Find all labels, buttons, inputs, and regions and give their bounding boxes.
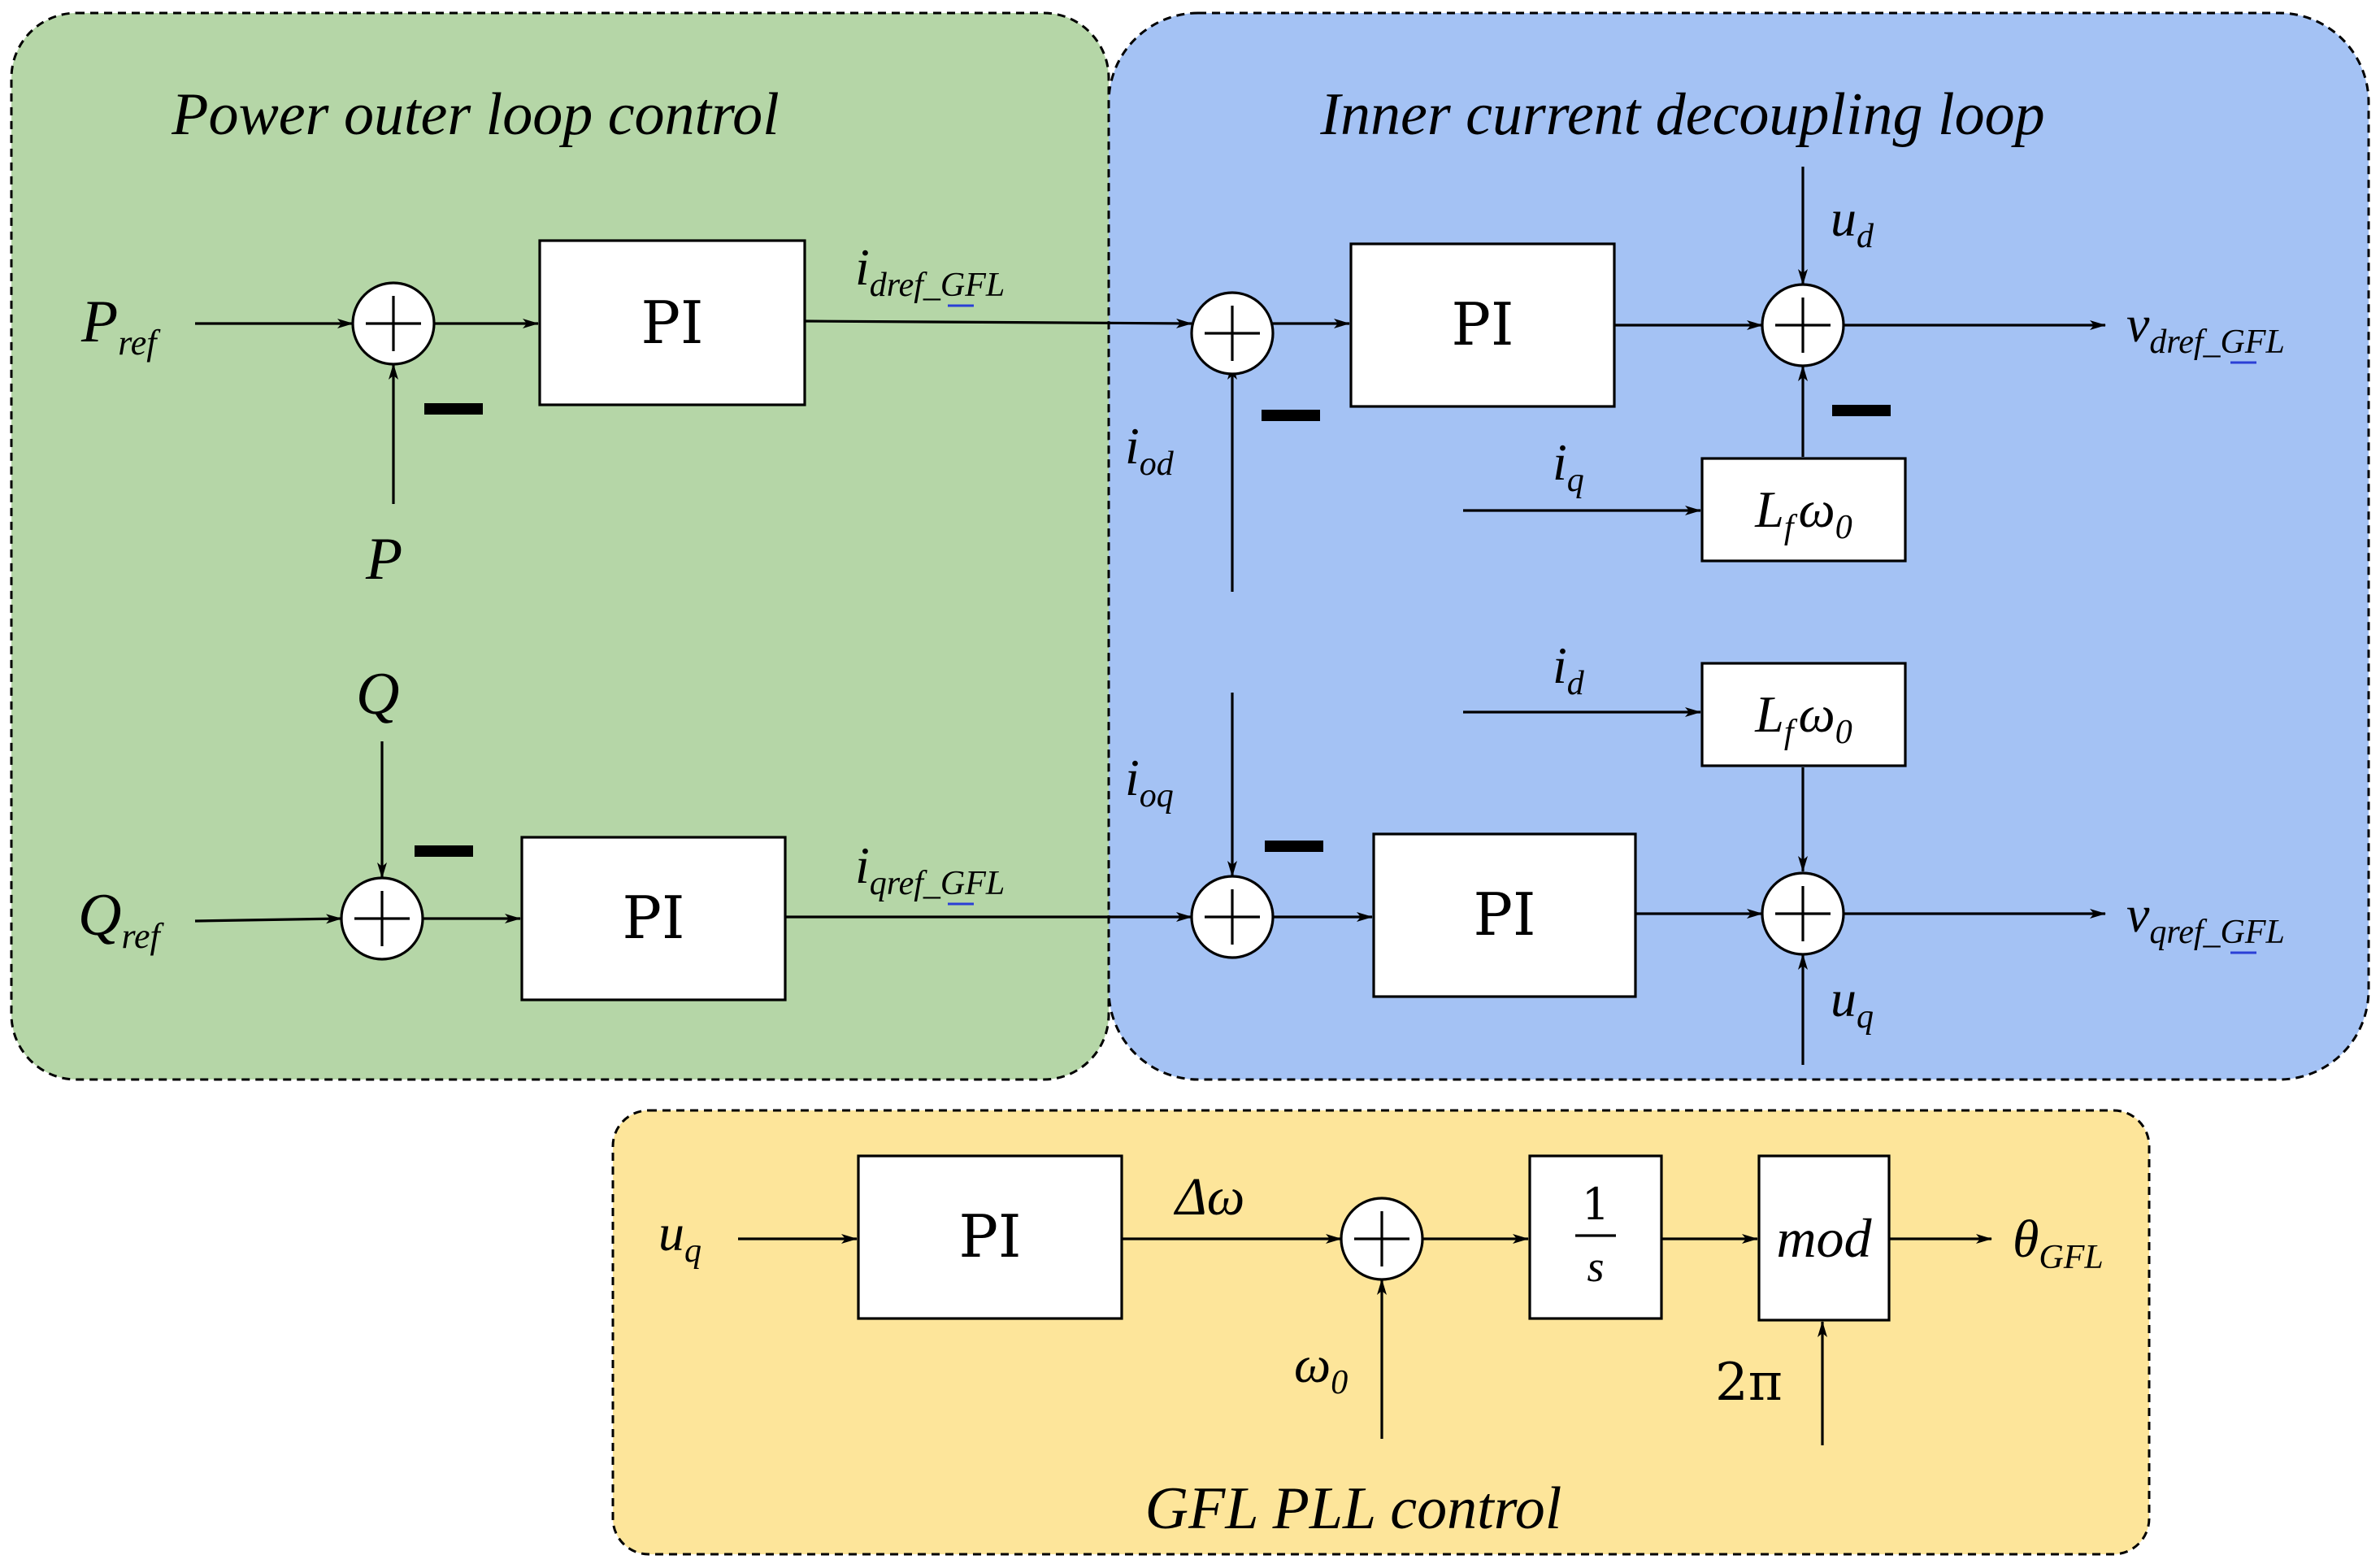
integrator-numerator: 1 — [1582, 1179, 1609, 1230]
underscore-accents — [948, 304, 2256, 954]
pi-block-outer-q — [520, 836, 787, 1001]
pi-block-inner-d — [1349, 242, 1616, 408]
pi-block-pll — [857, 1154, 1123, 1320]
signal-uq-inner: uq — [1831, 970, 1874, 1036]
signal-two-pi: 2π — [1715, 1353, 1783, 1413]
sum-junction-inner-q-left — [1190, 875, 1275, 959]
pi-label-inner-q: PI — [1474, 880, 1536, 949]
sum-junction-outer-d — [351, 281, 436, 366]
mod-label: mod — [1776, 1207, 1872, 1269]
signal-q: Q — [356, 661, 399, 728]
signal-theta-gfl: θGFL — [2013, 1210, 2104, 1276]
signal-ud: ud — [1831, 189, 1874, 255]
signal-p-ref: Pref — [80, 289, 161, 363]
power-outer-loop-title: Power outer loop control — [171, 81, 779, 148]
minus-signs — [415, 403, 1891, 857]
pi-label-pll: PI — [959, 1202, 1022, 1271]
signal-idref-gfl: idref_GFL — [855, 238, 1005, 304]
mod-block — [1757, 1154, 1891, 1322]
signal-omega0: ω0 — [1294, 1336, 1348, 1401]
signal-vdref-gfl: vdref_GFL — [2126, 295, 2285, 361]
lf-omega-block-top — [1700, 457, 1907, 563]
signal-delta-omega: Δω — [1173, 1167, 1244, 1227]
inner-current-loop-title: Inner current decoupling loop — [1319, 81, 2044, 148]
pi-label-inner-d: PI — [1452, 290, 1514, 358]
signal-uq-pll: uq — [658, 1204, 701, 1270]
sum-junction-inner-d-left — [1190, 291, 1275, 376]
signal-vqref-gfl: vqref_GFL — [2126, 885, 2285, 951]
pi-label-outer-q: PI — [623, 884, 685, 952]
integrator-block — [1528, 1154, 1663, 1320]
pi-block-inner-q — [1372, 832, 1637, 998]
lf-omega-block-bottom — [1700, 662, 1907, 767]
sum-junction-inner-q-right — [1761, 871, 1845, 956]
signal-q-ref: Qref — [78, 882, 164, 956]
integrator-fraction: 1 s — [1575, 1179, 1616, 1291]
signal-p: P — [365, 526, 402, 593]
pll-control-title: GFL PLL control — [1145, 1475, 1562, 1542]
signal-ioq: ioq — [1125, 749, 1174, 815]
sum-junction-pll — [1340, 1197, 1424, 1281]
sum-junction-outer-q — [340, 876, 424, 961]
signal-wires — [194, 167, 2106, 1445]
signal-iqref-gfl: iqref_GFL — [855, 836, 1005, 902]
signal-id: id — [1553, 636, 1585, 702]
pi-label-outer-d: PI — [641, 289, 704, 357]
sum-junction-inner-d-right — [1761, 283, 1845, 367]
signal-iod: iod — [1125, 417, 1175, 483]
pi-block-outer-d — [538, 239, 806, 406]
summing-junctions — [340, 281, 1845, 1281]
integrator-denominator: s — [1587, 1242, 1604, 1291]
signal-iq: iq — [1553, 433, 1584, 499]
